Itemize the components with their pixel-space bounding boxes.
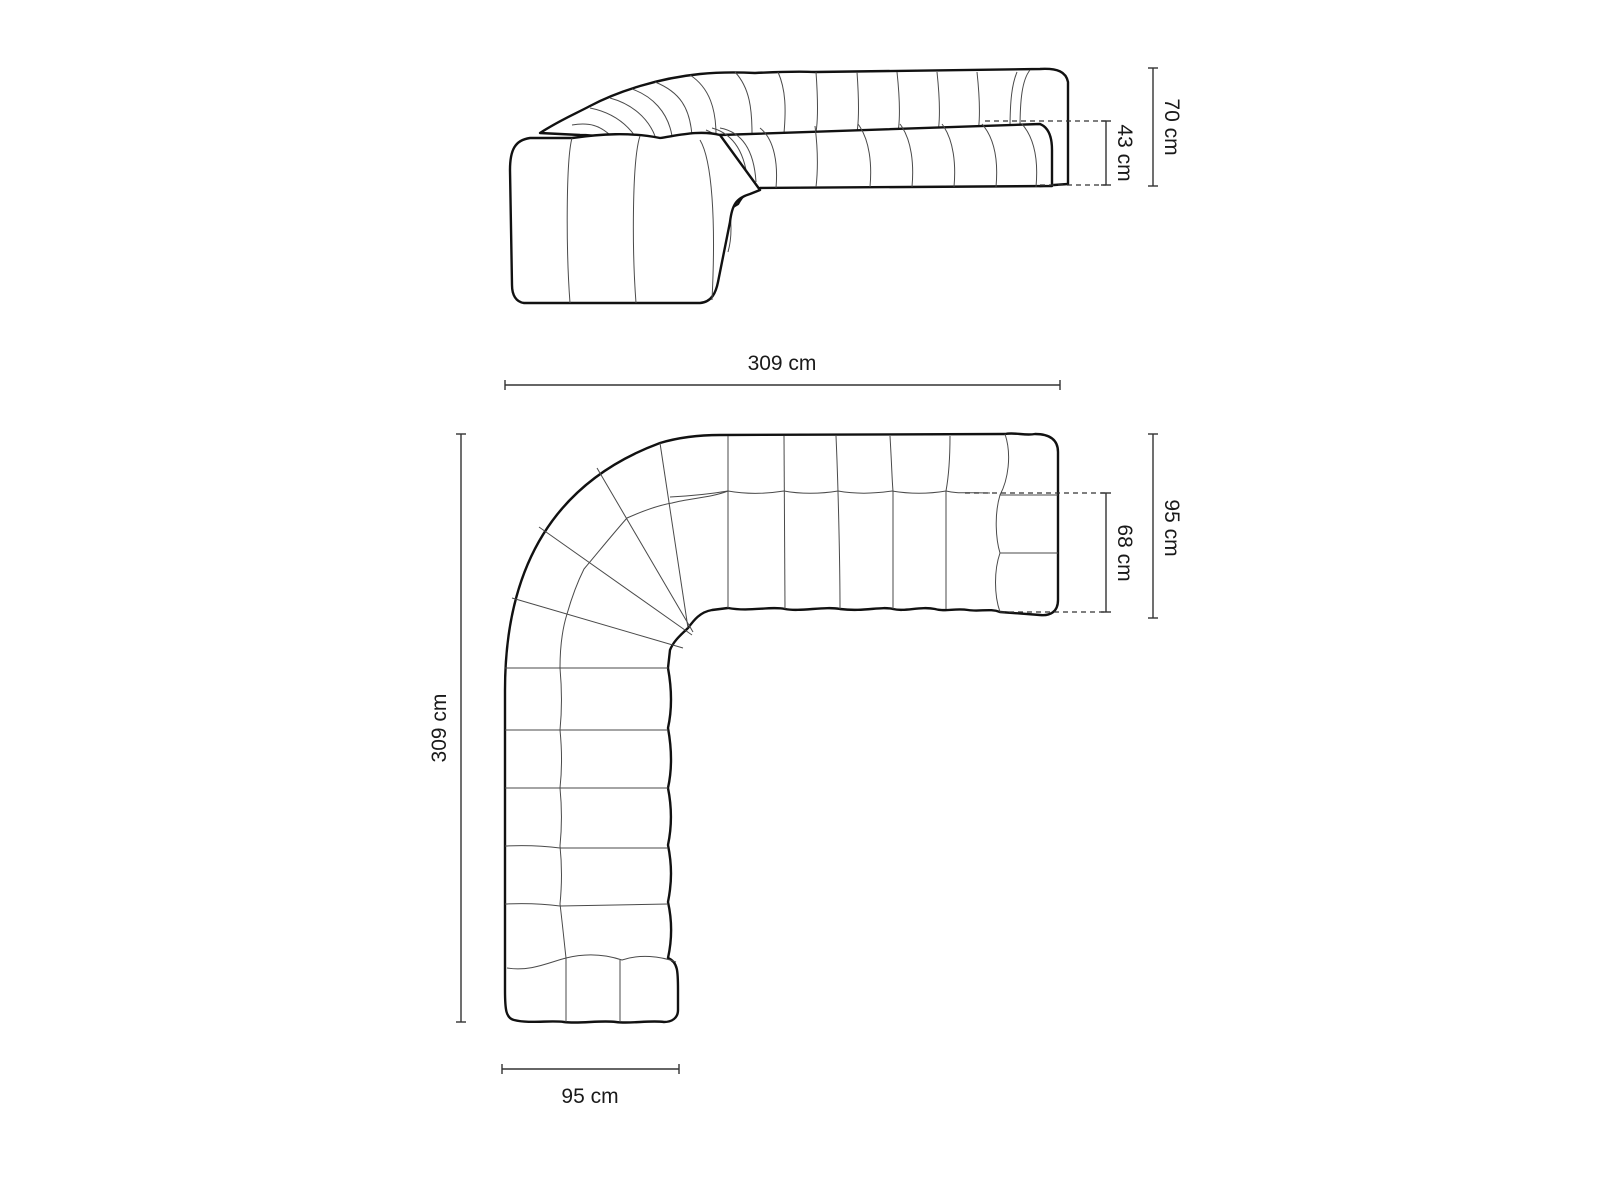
inner-seat-depth-dimension: 68 cm — [965, 492, 1136, 613]
front-view-back-seams — [571, 69, 1031, 137]
overall-width-label: 309 cm — [748, 352, 817, 375]
front-view-drawing — [508, 67, 1070, 305]
front-view-seat-row — [718, 122, 1054, 212]
front-view-armrest-seams — [566, 135, 714, 304]
bottom-seat-depth-label: 95 cm — [561, 1085, 618, 1108]
inner-seat-depth-label: 68 cm — [1113, 524, 1136, 581]
total-height-dimension: 70 cm — [1148, 67, 1183, 187]
overall-length-label: 309 cm — [428, 694, 451, 763]
total-height-label: 70 cm — [1160, 98, 1183, 155]
bottom-seat-depth-dimension: 95 cm — [501, 1064, 680, 1108]
seat-height-dimension: 43 cm — [985, 120, 1136, 186]
overall-width-dimension: 309 cm — [504, 352, 1061, 390]
top-view-corner-seams — [511, 442, 729, 649]
top-view-left-side-seams — [504, 613, 677, 1022]
front-view-seat-seams — [759, 123, 1038, 189]
overall-length-dimension: 309 cm — [428, 433, 466, 1023]
top-view-outline — [503, 432, 1060, 1024]
top-view-drawing — [503, 432, 1060, 1024]
seat-height-label: 43 cm — [1113, 124, 1136, 181]
right-seat-depth-label: 95 cm — [1160, 499, 1183, 556]
right-seat-depth-dimension: 95 cm — [1148, 433, 1183, 619]
front-view-armrest — [508, 131, 762, 305]
